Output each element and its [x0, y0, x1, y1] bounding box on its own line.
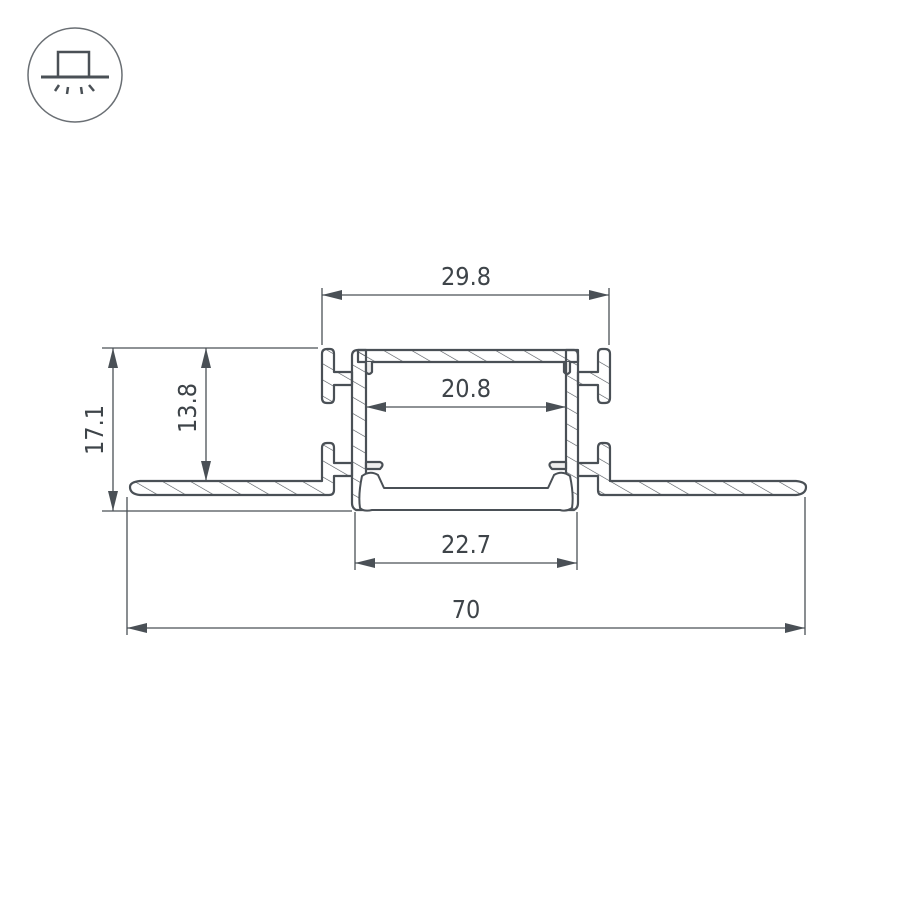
dim-inner-width: 20.8	[441, 374, 491, 403]
recessed-light-icon	[27, 27, 123, 123]
dim-bottom-opening: 22.7	[441, 530, 491, 559]
dim-top-width: 29.8	[441, 262, 491, 291]
dim-overall-width: 70	[452, 595, 481, 624]
profile-section	[128, 347, 808, 512]
dim-total-height: 17.1	[80, 405, 109, 455]
dimension-lines	[102, 288, 806, 635]
dim-body-height: 13.8	[173, 383, 202, 433]
